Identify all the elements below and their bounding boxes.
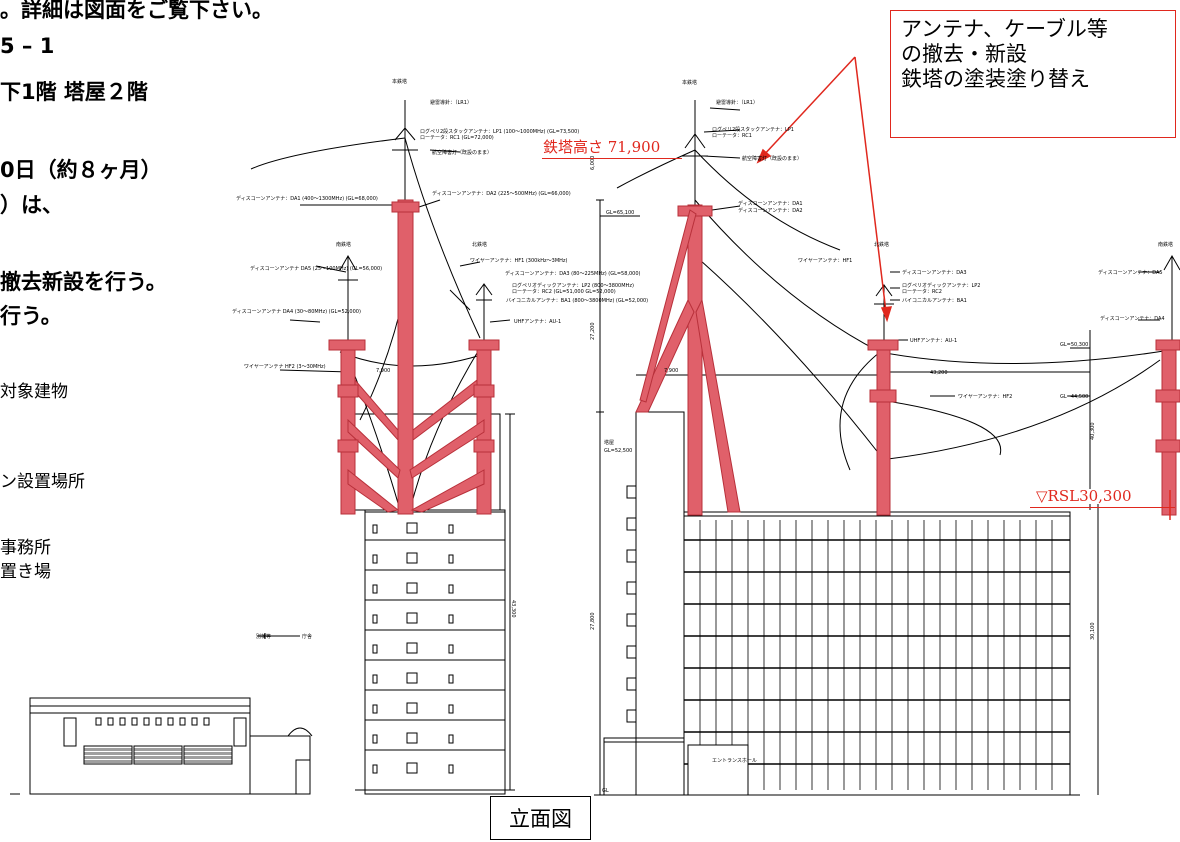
- label-main-tower-right: 本鉄塔: [682, 79, 697, 86]
- label-main-tower-left: 本鉄塔: [392, 78, 407, 85]
- label-dim-7900-left: 7,900: [376, 368, 390, 374]
- tower-height-label: 鉄塔高さ 71,900: [543, 138, 661, 156]
- label-ba1-right: バイコニカルアンテナ：BA1: [902, 298, 967, 304]
- label-dim-30100: 30,100: [1090, 623, 1096, 641]
- label-south-tower-left: 南鉄塔: [336, 241, 351, 248]
- legend-office: 事務所: [0, 538, 51, 558]
- notice-line-6: 撤去新設を行う。: [0, 270, 167, 294]
- notice-line-1: 。詳細は図面をご覧下さい。: [0, 0, 273, 22]
- label-da5-right: ディスコーンアンテナ：DA5: [1098, 269, 1163, 276]
- annex-windows: [95, 717, 210, 726]
- label-rc2-left: ローテータ：RC2 (GL=51,000 GL=52,000): [512, 288, 616, 295]
- label-gl52500: GL=52,500: [604, 448, 632, 454]
- tower-left: [328, 199, 500, 515]
- label-chousha-left: 庁舎: [302, 633, 312, 640]
- callout-line-2: の撤去・新設: [901, 42, 1027, 66]
- label-lp2-right: ログペリオディックアンテナ：LP2: [902, 282, 980, 289]
- notice-line-7: 行う。: [0, 304, 62, 328]
- label-gl: GL: [602, 788, 609, 794]
- tower-height-line: [542, 158, 682, 159]
- label-gl44500: GL=44,500: [1060, 394, 1088, 400]
- notice-line-3: 下1階 塔屋２階: [0, 80, 148, 104]
- label-lp2-left: ログペリオディックアンテナ：LP2 (800～3800MHz): [512, 282, 634, 289]
- label-da2-left: ディスコーンアンテナ：DA2 (225～500MHz) (GL=66,000): [432, 190, 571, 197]
- label-hf1-right: ワイヤーアンテナ：HF1: [798, 258, 852, 264]
- label-da3-left: ディスコーンアンテナ：DA3 (80～225MHz) (GL=58,000): [505, 270, 641, 277]
- notice-line-4: 0日（約８ヶ月）: [0, 158, 162, 182]
- label-annex-left: 別棟等: [256, 633, 271, 640]
- label-hf2-right: ワイヤーアンテナ：HF2: [958, 394, 1012, 400]
- notice-line-5: ）は、: [0, 193, 63, 217]
- label-lp1-right: ログペリ2段スタックアンテナ：LP1: [712, 126, 794, 133]
- label-obstacle-light-left: 航空障害灯（既設のまま）: [432, 149, 492, 156]
- label-da1-left: ディスコーンアンテナ：DA1 (400～1300MHz) (GL=68,000): [236, 195, 378, 202]
- label-dim-6000: 6,000: [590, 156, 596, 170]
- label-south-tower-right: 南鉄塔: [1158, 241, 1173, 248]
- label-north-tower-right: 北鉄塔: [874, 241, 889, 248]
- work-scope-callout: アンテナ、ケーブル等 の撤去・新設 鉄塔の塗装塗り替え: [890, 10, 1176, 138]
- label-dim-43200: 43,200: [930, 370, 948, 376]
- label-au1-right: UHFアンテナ：AU-1: [910, 338, 957, 344]
- legend-install-site: ン設置場所: [0, 472, 85, 492]
- label-dim-27200: 27,200: [590, 323, 596, 341]
- label-ba1-left: バイコニカルアンテナ：BA1 (800～3800MHz) (GL=52,000): [506, 298, 648, 304]
- label-dim-7900-right: 7,900: [664, 368, 678, 374]
- label-da2-right: ディスコーンアンテナ：DA2: [738, 207, 803, 214]
- label-gl50300: GL=50,300: [1060, 342, 1088, 348]
- label-da4-left: ディスコーンアンテナ DA4 (30～80MHz) (GL=52,000): [232, 308, 361, 315]
- label-da4-right: ディスコーンアンテナ：DA4: [1100, 315, 1165, 322]
- label-dim-40300: 40,300: [1090, 423, 1096, 441]
- rsl-line: [1030, 507, 1175, 508]
- legend-storage: 置き場: [0, 562, 51, 582]
- tower-right: [635, 204, 1180, 516]
- label-penthouse: 塔屋: [604, 439, 614, 446]
- label-rc1-left: ローテータ：RC1 (GL=72,000): [420, 134, 494, 141]
- label-entrance-hall: エントランスホール: [712, 758, 757, 764]
- label-da3-right: ディスコーンアンテナ：DA3: [902, 269, 967, 276]
- legend-target-building: 対象建物: [0, 382, 68, 402]
- label-hf1-left: ワイヤーアンテナ：HF1 (300kHz～3MHz): [470, 258, 568, 264]
- notice-line-2: 5 – 1: [0, 34, 55, 58]
- label-da1-right: ディスコーンアンテナ：DA1: [738, 200, 803, 207]
- label-hf2-left: ワイヤーアンテナ HF2 (3～30MHz): [244, 364, 326, 370]
- label-dim-27800: 27,800: [590, 613, 596, 631]
- label-dim-43300-left: 43,300: [510, 600, 516, 618]
- main-building-left: [364, 509, 506, 795]
- label-obstacle-light-right: 航空障害灯（既設のまま）: [742, 155, 802, 162]
- label-da5-left: ディスコーンアンテナ DA5 (25～100MHz) (GL=56,000): [250, 265, 382, 272]
- label-lp1-left: ログペリ2段スタックアンテナ：LP1 (100～1000MHz) (GL=73,…: [420, 128, 579, 135]
- label-lr1-right: 避雷導針：（LR1）: [716, 99, 758, 106]
- label-rc2-right: ローテータ：RC2: [902, 288, 942, 295]
- callout-line-3: 鉄塔の塗装塗り替え: [901, 67, 1090, 91]
- label-gl65100: GL=65,100: [606, 210, 634, 216]
- label-rc1-right: ローテータ：RC1: [712, 132, 752, 139]
- rsl-label: ▽RSL30,300: [1036, 487, 1132, 505]
- label-north-tower-left: 北鉄塔: [472, 241, 487, 248]
- label-au1-left: UHFアンテナ：AU-1: [514, 319, 561, 325]
- callout-line-1: アンテナ、ケーブル等: [901, 17, 1108, 41]
- label-lr1-left: 避雷導針：（LR1）: [430, 99, 472, 106]
- elevation-caption: 立面図: [490, 796, 591, 840]
